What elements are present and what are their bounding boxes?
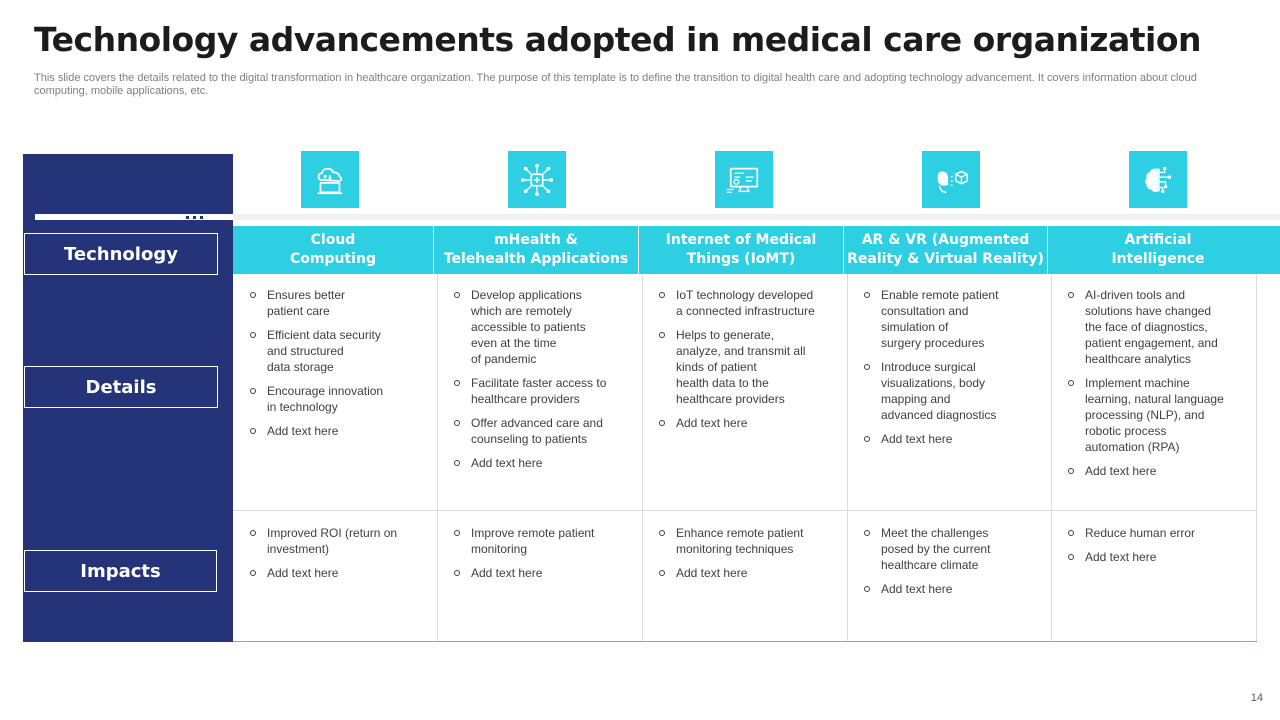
list-item: Helps to generate, analyze, and transmit… (659, 327, 845, 407)
list-item: Meet the challenges posed by the current… (864, 525, 1049, 573)
impacts-cell-ai: Reduce human error Add text here (1068, 525, 1256, 573)
list-item: Enhance remote patient monitoring techni… (659, 525, 845, 557)
table-bottom-border (233, 641, 1257, 642)
header-cloud-computing: Cloud Computing (290, 232, 376, 267)
header-divider (433, 226, 434, 274)
details-cell-mhealth: Develop applications which are remotely … (454, 287, 640, 479)
ai-brain-icon (1145, 166, 1172, 193)
list-item: Add text here (659, 415, 845, 431)
list-item: Facilitate faster access to healthcare p… (454, 375, 640, 407)
header-ar-vr: AR & VR (Augmented Reality & Virtual Rea… (847, 232, 1044, 267)
network-hub-icon-box (508, 151, 566, 208)
grid-divider (847, 274, 848, 642)
impacts-cell-cloud-computing: Improved ROI (return on investment) Add … (250, 525, 435, 589)
list-item: Add text here (864, 581, 1049, 597)
details-cell-iomt: IoT technology developed a connected inf… (659, 287, 845, 439)
list-item: Improved ROI (return on investment) (250, 525, 435, 557)
vr-headset-icon-box (922, 151, 980, 208)
header-mhealth-telehealth: mHealth & Telehealth Applications (443, 232, 629, 267)
list-item: Ensures better patient care (250, 287, 435, 319)
header-artificial-intelligence: Artificial Intelligence (1111, 232, 1205, 267)
list-item: IoT technology developed a connected inf… (659, 287, 845, 319)
monitor-dashboard-icon (726, 167, 759, 193)
header-divider (1047, 226, 1048, 274)
technology-header-band (233, 226, 1280, 274)
list-item: Encourage innovation in technology (250, 383, 435, 415)
list-item: Introduce surgical visualizations, body … (864, 359, 1049, 423)
list-item: Improve remote patient monitoring (454, 525, 640, 557)
impacts-cell-ar-vr: Meet the challenges posed by the current… (864, 525, 1049, 605)
details-cell-ai: AI-driven tools and solutions have chang… (1068, 287, 1256, 487)
ai-brain-icon-box (1129, 151, 1187, 208)
monitor-dashboard-icon-box (715, 151, 773, 208)
cloud-computing-icon-box (301, 151, 359, 208)
row-label-technology: Technology (24, 233, 218, 275)
details-cell-ar-vr: Enable remote patient consultation and s… (864, 287, 1049, 455)
impacts-cell-mhealth: Improve remote patient monitoring Add te… (454, 525, 640, 589)
cloud-computing-icon (317, 167, 343, 194)
list-item: Add text here (250, 565, 435, 581)
grid-divider (642, 274, 643, 642)
header-divider (843, 226, 844, 274)
list-item: Reduce human error (1068, 525, 1256, 541)
row-label-impacts: Impacts (24, 550, 217, 592)
slide-title: Technology advancements adopted in medic… (34, 20, 1202, 59)
list-item: Implement machine learning, natural lang… (1068, 375, 1256, 455)
list-item: Enable remote patient consultation and s… (864, 287, 1049, 351)
list-item: AI-driven tools and solutions have chang… (1068, 287, 1256, 367)
header-iomt: Internet of Medical Things (IoMT) (665, 232, 817, 267)
vr-headset-icon (937, 170, 968, 193)
grid-divider (233, 510, 1257, 511)
list-item: Add text here (1068, 549, 1256, 565)
list-item: Add text here (454, 455, 640, 471)
page-number: 14 (1250, 692, 1263, 704)
list-item: Add text here (659, 565, 845, 581)
list-item: Add text here (250, 423, 435, 439)
grid-divider (437, 274, 438, 642)
network-hub-icon (520, 163, 554, 196)
impacts-cell-iomt: Enhance remote patient monitoring techni… (659, 525, 845, 589)
slide-subtitle: This slide covers the details related to… (34, 72, 1197, 97)
list-item: Add text here (454, 565, 640, 581)
list-item: Offer advanced care and counseling to pa… (454, 415, 640, 447)
grid-divider (1051, 274, 1052, 642)
timeline-dots (186, 213, 203, 219)
details-cell-cloud-computing: Ensures better patient care Efficient da… (250, 287, 435, 447)
list-item: Add text here (1068, 463, 1256, 479)
timeline-bar (35, 214, 1280, 220)
header-divider (638, 226, 639, 274)
list-item: Add text here (864, 431, 1049, 447)
grid-divider (1256, 274, 1257, 642)
row-label-details: Details (24, 366, 218, 408)
list-item: Efficient data security and structured d… (250, 327, 435, 375)
list-item: Develop applications which are remotely … (454, 287, 640, 367)
